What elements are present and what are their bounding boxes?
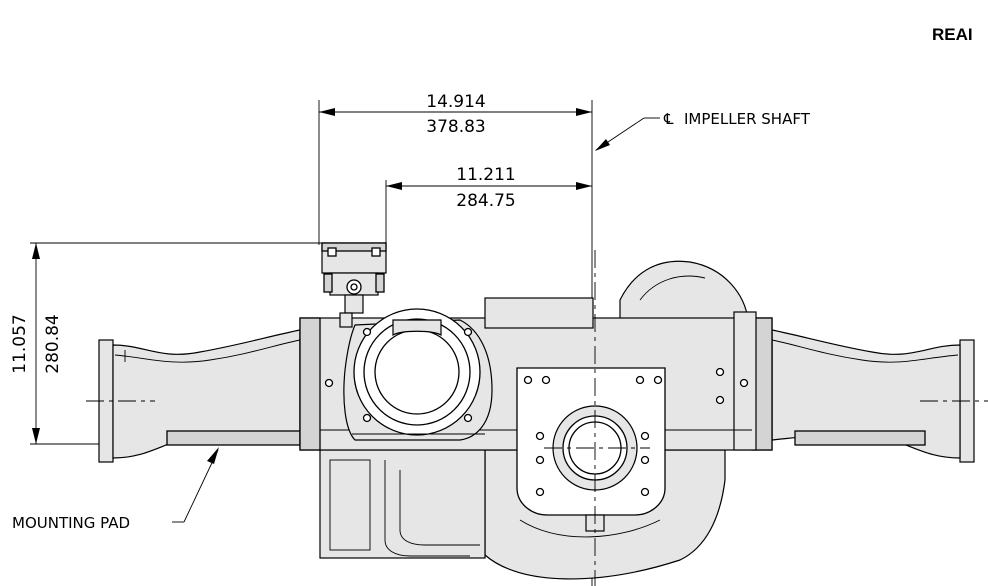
throttle-port-bore: [374, 329, 460, 415]
arrowhead-top: [32, 243, 40, 259]
actuator-fitting-core: [350, 283, 358, 291]
leader-arrow-pad: [207, 447, 219, 464]
gear-case-body: [319, 449, 486, 559]
mounting-pad-callout: MOUNTING PAD: [12, 447, 219, 532]
height-inches: 11.057: [10, 314, 30, 373]
centerline-symbol: ℄: [663, 110, 674, 128]
left-end-plate: [299, 317, 321, 451]
plate-bolt-hole: [535, 487, 545, 497]
upper-scroll-contour: [639, 275, 706, 301]
bolt-hole: [739, 378, 749, 388]
overall-width-mm: 378.83: [426, 117, 485, 137]
gear-case-inner-contour: [399, 470, 480, 546]
actuator-side-lug: [323, 273, 333, 293]
throttle-port: [343, 308, 493, 441]
plate-bolt-hole: [653, 375, 663, 385]
height-mm: 280.84: [43, 314, 63, 373]
bolt-hole: [715, 367, 725, 377]
lower-scroll-contour: [519, 519, 661, 538]
plate-bolt-hole: [535, 455, 545, 465]
bypass-actuator: [321, 242, 387, 328]
front-flange-plate: [516, 367, 666, 532]
actuator-top-band: [321, 242, 387, 252]
mounting-pad-label: MOUNTING PAD: [12, 514, 130, 532]
arrowhead-right: [576, 108, 592, 116]
impeller-shaft-label: IMPELLER SHAFT: [684, 110, 811, 128]
arrowhead-offset-left: [386, 182, 402, 190]
plate-bolt-hole: [640, 455, 650, 465]
impeller-shaft-callout: ℄ IMPELLER SHAFT: [595, 110, 811, 151]
left-mounting-pad: [166, 430, 301, 446]
bolt-hole: [324, 378, 334, 388]
arrowhead-offset-right: [576, 182, 592, 190]
overall-width-inches: 14.914: [426, 92, 485, 112]
actuator-neck: [339, 312, 353, 328]
offset-inches: 11.211: [456, 165, 515, 185]
plate-bolt-hole: [640, 487, 650, 497]
top-boss: [484, 297, 594, 329]
plate-bolt-hole: [523, 375, 533, 385]
plate-bolt-hole: [541, 375, 551, 385]
left-intake-tube: [86, 329, 301, 463]
port-bolt-hole: [362, 413, 372, 423]
overall-width-dimension: 14.914 378.83: [318, 92, 593, 586]
port-bolt-hole: [463, 327, 473, 337]
leader-arrow-shaft: [595, 139, 610, 151]
offset-mm: 284.75: [456, 191, 515, 211]
arrowhead-left: [319, 108, 335, 116]
throttle-port-tab: [392, 319, 442, 337]
gear-case-contour: [384, 460, 470, 557]
right-tube-contour: [771, 339, 959, 363]
view-title: REAI: [932, 25, 973, 44]
plate-bolt-hole: [640, 431, 650, 441]
actuator-side-lug: [375, 273, 385, 293]
actuator-screw: [327, 247, 337, 257]
bolt-hole: [715, 395, 725, 405]
offset-dimension: 11.211 284.75: [385, 165, 592, 245]
port-bolt-hole: [463, 413, 473, 423]
gear-case-panel-left: [329, 459, 371, 551]
lower-gear-case: [319, 449, 486, 559]
plate-bolt-hole: [635, 375, 645, 385]
arrowhead-bottom: [32, 428, 40, 444]
actuator-stem: [344, 294, 364, 314]
left-tube-contour: [114, 339, 301, 363]
actuator-screw: [371, 247, 381, 257]
right-mounting-pad: [794, 430, 926, 446]
right-intake-tube: [771, 329, 988, 463]
port-bolt-hole: [362, 327, 372, 337]
plate-bolt-hole: [535, 431, 545, 441]
